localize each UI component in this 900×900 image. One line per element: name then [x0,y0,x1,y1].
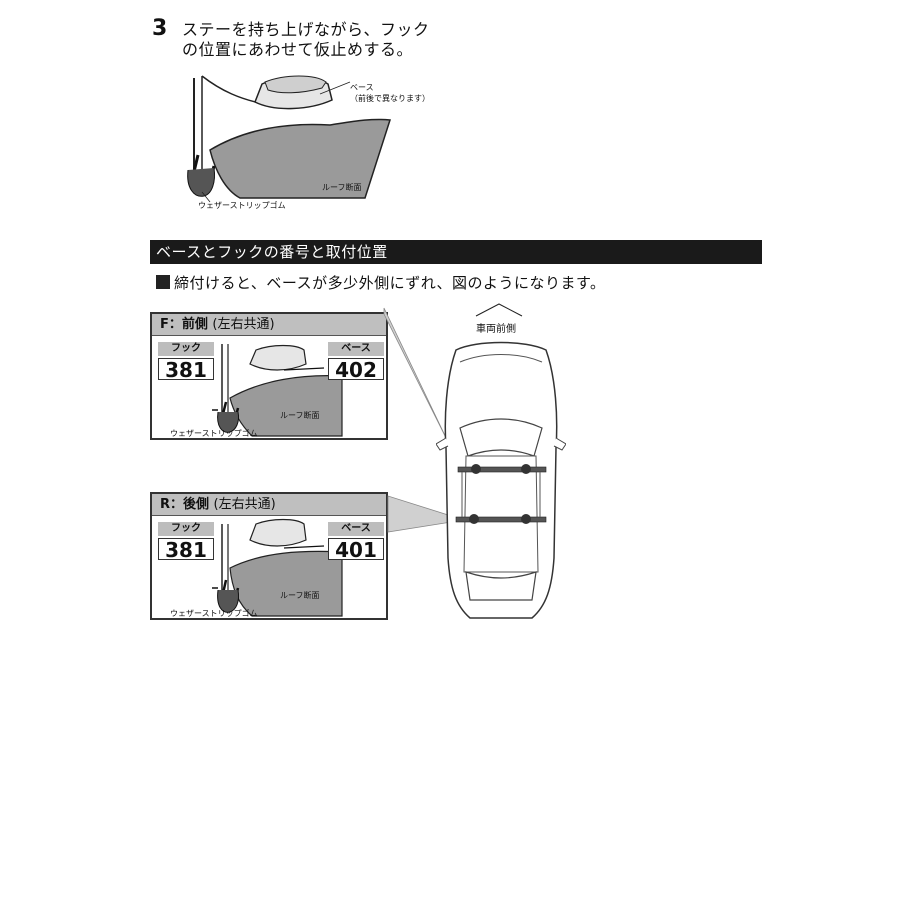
step-number: 3 [152,16,168,41]
step-instruction-line-2: の位置にあわせて仮止めする。 [182,40,414,59]
rear-hook-diagram [212,518,343,617]
rear-weatherstrip-label: ウェザーストリップゴム [170,609,258,618]
rear-panel-title-sub: (左右共通) [213,497,276,512]
rear-panel-title-main: R：後側 [160,497,210,512]
front-hook-number: 381 [158,358,214,381]
front-base-label: ベース [328,342,384,356]
front-weatherstrip-label: ウェザーストリップゴム [170,429,258,438]
front-roof-section-label: ルーフ断面 [280,411,320,420]
front-arrow-icon [475,303,523,317]
front-panel-title-main: F：前側 [160,317,208,332]
rear-base-label: ベース [328,522,384,536]
front-panel-title: F：前側 (左右共通) [152,314,386,336]
weatherstrip-label: ウェザーストリップゴム [198,201,286,210]
section-note: 締付けると、ベースが多少外側にずれ、図のようになります。 [156,272,605,293]
rear-hook-number: 381 [158,538,214,561]
base-note: （前後で異なります） [350,94,430,103]
rear-panel: R：後側 (左右共通) フック 381 ベース 401 ルーフ断面 ウェザースト… [150,492,388,620]
section-title-bar: ベースとフックの番号と取付位置 [150,240,762,264]
roof-section-label: ルーフ断面 [322,183,362,192]
rear-roof-section-label: ルーフ断面 [280,591,320,600]
front-hook-diagram [212,344,343,437]
rear-base-number: 401 [328,538,384,561]
roof-hook-diagram [187,75,391,203]
square-bullet-icon [156,275,170,289]
front-panel-title-sub: (左右共通) [212,317,275,332]
front-base-number: 402 [328,358,384,381]
base-label: ベース [350,83,374,92]
rear-hook-label: フック [158,522,214,536]
front-hook-label: フック [158,342,214,356]
callout-wedges [383,307,465,533]
vehicle-front-label: 車両前側 [476,324,516,335]
front-panel: F：前側 (左右共通) フック 381 ベース 402 ルーフ断面 ウェザースト… [150,312,388,440]
car-top-view [436,341,566,619]
rear-panel-title: R：後側 (左右共通) [152,494,386,516]
section-note-text: 締付けると、ベースが多少外側にずれ、図のようになります。 [174,274,606,292]
step-instruction-line-1: ステーを持ち上げながら、フック [182,20,430,39]
